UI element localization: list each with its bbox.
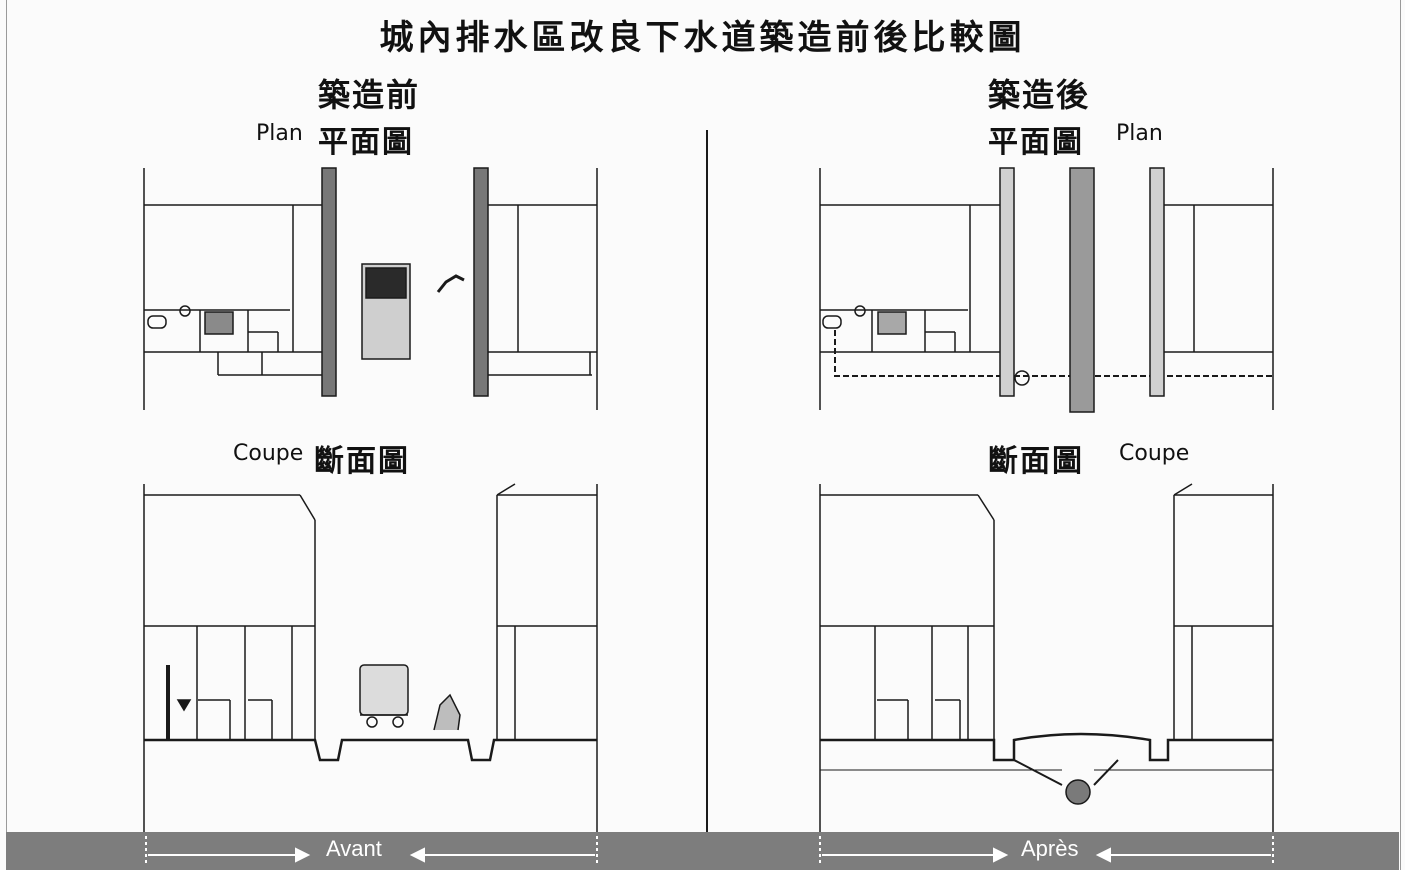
left-section-cjk: 斷面圖 — [314, 444, 410, 479]
apres-arrowhead-left — [993, 847, 1009, 863]
right-plan-cjk: 平面圖 — [988, 125, 1084, 160]
left-section-label: Coupe — [233, 441, 304, 466]
avant-label: Avant — [326, 836, 382, 861]
right-plan-label: Plan — [1116, 121, 1163, 146]
right-section-label: Coupe — [1119, 441, 1190, 466]
bottom-bar — [6, 832, 1399, 870]
diagram-title: 城內排水區改良下水道築造前後比較圖 — [379, 18, 1026, 58]
right-section-drawing — [819, 483, 1274, 832]
avant-arrowhead-right — [409, 847, 425, 863]
avant-arrowhead-left — [295, 847, 311, 863]
left-plan-label: Plan — [256, 121, 303, 146]
left-plan-drawing — [143, 167, 598, 410]
right-heading: 築造後 — [988, 76, 1091, 114]
page-frame — [6, 0, 1401, 870]
left-heading: 築造前 — [318, 76, 421, 114]
left-section-drawing — [143, 483, 598, 832]
apres-label: Après — [1021, 836, 1079, 861]
right-plan-drawing — [819, 167, 1274, 413]
right-section-cjk: 斷面圖 — [988, 444, 1084, 479]
apres-arrowhead-right — [1095, 847, 1111, 863]
left-plan-cjk: 平面圖 — [318, 125, 414, 160]
